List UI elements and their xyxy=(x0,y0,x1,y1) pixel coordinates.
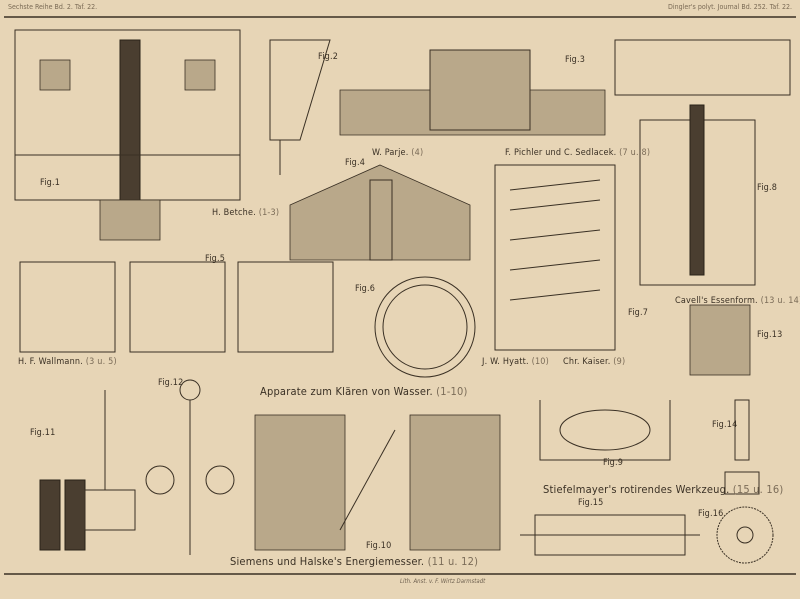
lithographer-imprint: Lith. Anst. v. F. Wirtz Darmstadt xyxy=(400,578,486,585)
fig14-label: Fig.14 xyxy=(712,420,738,430)
fig4-drawing xyxy=(289,164,471,261)
fig10-drawing xyxy=(254,414,501,551)
plate-header-left: Sechste Reihe Bd. 2. Taf. 22. xyxy=(8,3,98,11)
caption-wallmann: H. F. Wallmann. (3 u. 5) xyxy=(18,357,117,367)
caption-hyatt: J. W. Hyatt. (10) xyxy=(482,357,550,367)
fig5-label: Fig.5 xyxy=(205,254,226,264)
fig15-drawing xyxy=(520,514,700,556)
fig4-label: Fig.4 xyxy=(345,158,366,168)
fig5-drawing xyxy=(19,261,334,353)
fig15-label: Fig.15 xyxy=(578,498,604,508)
fig12-label: Fig.12 xyxy=(158,378,184,388)
fig2-label: Fig.2 xyxy=(318,52,339,62)
fig6-label: Fig.6 xyxy=(355,284,376,294)
caption-betche: H. Betche. (1-3) xyxy=(212,208,280,218)
fig8-drawing xyxy=(639,104,756,286)
fig14-drawing xyxy=(724,399,760,495)
caption-stiefelmayer: Stiefelmayer's rotirendes Werkzeug. (15 … xyxy=(543,483,784,496)
fig16-label: Fig.16 xyxy=(698,509,724,519)
caption-parje: W. Parje. (4) xyxy=(372,148,424,158)
caption-apparate: Apparate zum Klären von Wasser. (1-10) xyxy=(260,385,468,398)
fig13-label: Fig.13 xyxy=(757,330,783,340)
fig11-drawing xyxy=(39,390,136,551)
fig11-label: Fig.11 xyxy=(30,428,56,438)
fig2-drawing xyxy=(269,39,331,175)
fig7-drawing xyxy=(494,164,616,351)
fig3-label: Fig.3 xyxy=(565,55,586,65)
caption-pichler: F. Pichler und C. Sedlacek. (7 u. 8) xyxy=(505,148,651,158)
fig10-label: Fig.10 xyxy=(366,541,392,551)
fig7-label: Fig.7 xyxy=(628,308,649,318)
fig12-drawing xyxy=(145,379,235,555)
fig9-drawing xyxy=(539,400,671,461)
caption-cavell: Cavell's Essenform. (13 u. 14) xyxy=(675,296,800,306)
fig13-drawing xyxy=(689,304,751,376)
caption-kaiser: Chr. Kaiser. (9) xyxy=(563,357,626,367)
plate-header-right: Dingler's polyt. Journal Bd. 252. Taf. 2… xyxy=(668,3,792,11)
fig1-label: Fig.1 xyxy=(40,178,61,188)
fig1-drawing xyxy=(14,29,241,241)
fig6-drawing xyxy=(374,276,476,378)
fig8-label: Fig.8 xyxy=(757,183,778,193)
fig9-label: Fig.9 xyxy=(603,458,624,468)
fig3-drawing xyxy=(339,39,791,136)
caption-siemens: Siemens und Halske's Energiemesser. (11 … xyxy=(230,555,479,568)
fig16-drawing xyxy=(716,506,774,564)
